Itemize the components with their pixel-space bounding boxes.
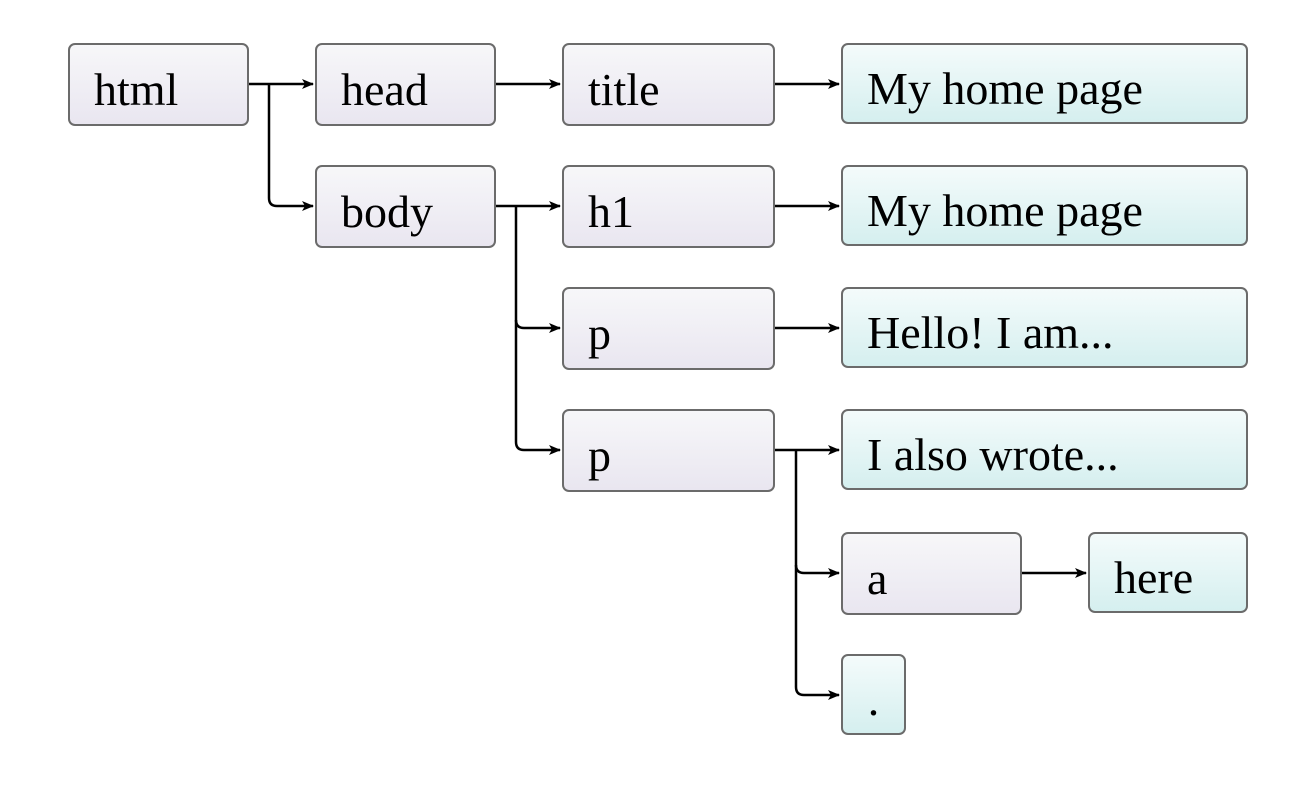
node-title: title [562,43,775,126]
node-p-first: p [562,287,775,370]
text-node-p-second: I also wrote... [841,409,1248,490]
node-p-second: p [562,409,775,492]
edge-html-body [267,84,314,211]
text-node-title: My home page [841,43,1248,124]
text-node-a: here [1088,532,1248,613]
node-html: html [68,43,249,126]
node-h1: h1 [562,165,775,248]
edge-p2-dot [794,565,840,700]
edge-p2-a [794,450,840,578]
node-body: body [315,165,496,248]
edge-body-p2 [514,320,561,455]
node-a: a [841,532,1022,615]
node-head: head [315,43,496,126]
text-node-trailing: . [841,654,906,735]
text-node-h1: My home page [841,165,1248,246]
edge-body-p1 [514,206,561,333]
text-node-p-first: Hello! I am... [841,287,1248,368]
